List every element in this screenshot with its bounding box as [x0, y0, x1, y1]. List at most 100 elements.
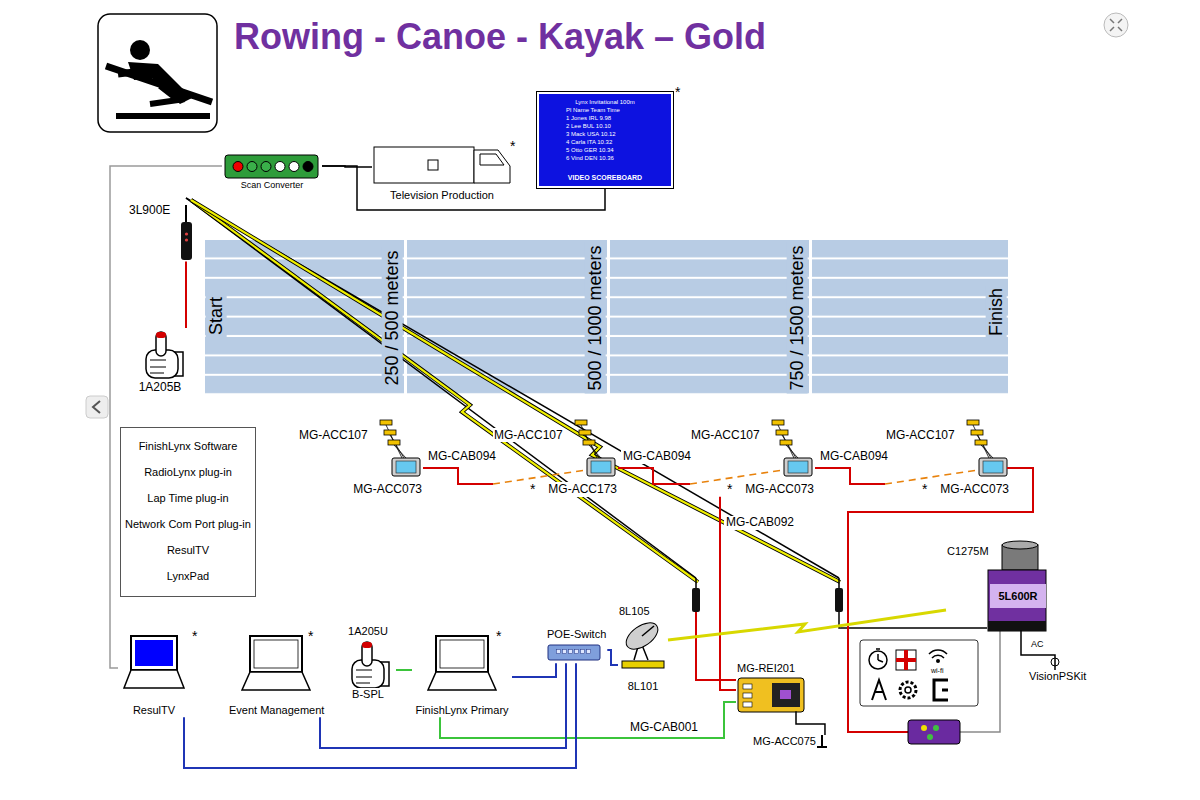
antenna-icon — [817, 735, 827, 747]
node-text: MG-ACC107 — [690, 428, 761, 442]
logo — [98, 14, 217, 132]
camera-icon — [988, 541, 1046, 631]
cable-label: MG-CAB094 — [426, 450, 498, 464]
dish-icon — [642, 626, 654, 636]
scan-converter: Scan Converter — [222, 152, 322, 191]
option-panel — [929, 650, 947, 658]
receiver-icon — [835, 588, 843, 612]
interface-box-icon — [780, 690, 791, 699]
logo — [116, 113, 210, 119]
note-label: * — [192, 628, 197, 644]
distance-marker: Finish — [986, 285, 1007, 339]
race-course — [205, 240, 1008, 395]
light-box-icon — [967, 420, 1007, 476]
wire — [696, 468, 1033, 732]
camera: C1275M 5L600R — [946, 545, 1046, 630]
light-box-icon — [575, 420, 615, 476]
interface-box-icon — [738, 678, 804, 712]
receiver-icon — [692, 578, 843, 612]
cable-label: MG-CAB001 — [628, 721, 700, 735]
node-text: 3 Mack USA 10.12 — [544, 130, 666, 138]
note-label: * — [308, 628, 313, 644]
radio-icon — [185, 232, 188, 235]
receiver-icon — [696, 578, 839, 588]
scan-converter-icon — [303, 162, 313, 172]
race-course — [809, 240, 812, 395]
dish-icon — [622, 617, 663, 654]
laptop: FinishLynx Primary — [412, 632, 512, 717]
cable-connector — [396, 669, 412, 671]
laptop-icon — [131, 636, 177, 670]
option-panel — [876, 649, 883, 662]
option-panel — [872, 680, 886, 700]
laptop-icon — [254, 640, 298, 668]
laptop-icon — [242, 672, 310, 690]
node-text: 3L900E — [128, 203, 171, 217]
note-label: * — [510, 138, 515, 154]
scan-converter-icon — [225, 155, 318, 178]
node-text: 5L600R — [990, 584, 1046, 608]
expand-icon — [1104, 13, 1128, 37]
hand-button: 1A205UB-SPL — [340, 625, 396, 701]
node-text: FinishLynx Software — [139, 440, 238, 453]
interface-box-icon — [743, 684, 752, 689]
node-text: 4 Carla ITA 10.32 — [544, 138, 666, 146]
node-text: 1 Jones IRL 9.98 — [544, 114, 666, 122]
race-course — [404, 240, 407, 395]
node-text: MG-ACC075 — [752, 735, 817, 748]
node-text: C1275M — [946, 545, 990, 558]
tv-truck-icon — [480, 154, 504, 165]
node-text: 1A205B — [138, 380, 183, 394]
laptop-icon — [124, 636, 496, 690]
wireless-links — [191, 200, 840, 582]
cable-connector — [796, 711, 825, 735]
expand-icon — [1104, 13, 1128, 37]
nav-chevron — [86, 396, 108, 418]
switch-icon — [548, 645, 600, 660]
radio-icon — [185, 205, 187, 222]
distance-marker: 750 / 1500 meters — [787, 242, 808, 393]
node-text: 5 Otto GER 10.34 — [544, 146, 666, 154]
purple-box — [908, 720, 960, 744]
node-text: MG-ACC073 — [939, 482, 1010, 496]
node-text: Scan Converter — [240, 180, 305, 191]
note-label: * — [530, 481, 535, 497]
option-panel — [905, 687, 911, 693]
antenna-dish: 8L1058L101 — [618, 605, 668, 693]
switch-icon — [556, 649, 592, 654]
interface-box: MG-REI201 — [736, 662, 806, 711]
radio-icon — [181, 205, 192, 260]
node-text: ResulTV — [167, 544, 209, 557]
scan-converter-icon — [275, 162, 285, 172]
dish-icon — [622, 617, 664, 668]
wire — [696, 612, 736, 680]
option-panel — [936, 659, 940, 663]
node-text: MG-ACC073 — [744, 482, 815, 496]
light-box-icon — [772, 420, 812, 476]
dish-icon — [622, 661, 664, 668]
cable-connector — [512, 663, 556, 677]
node-text: MG-ACC107 — [298, 428, 369, 442]
node-text: POE-Switch — [546, 628, 607, 641]
purple-box — [927, 734, 933, 740]
logo — [98, 14, 217, 132]
node-text: MG-ACC073 — [352, 482, 423, 496]
radio-icon — [185, 238, 188, 241]
laptop-icon — [440, 640, 484, 668]
node-text: ResulTV — [132, 704, 176, 717]
laptop-icon — [436, 636, 488, 672]
node-text: Television Production — [389, 189, 495, 202]
tv-truck: Television Production — [372, 145, 512, 202]
tv-truck-icon — [428, 160, 438, 170]
purple-box — [908, 720, 960, 744]
race-course — [607, 240, 610, 395]
title: Rowing - Canoe - Kayak – Gold — [234, 16, 766, 58]
cable-label: MG-CAB092 — [724, 516, 796, 530]
hand-button: 1A205B — [132, 328, 188, 394]
scan-converter-icon — [233, 162, 243, 172]
hand-button-icon — [146, 332, 183, 378]
camera-icon — [988, 570, 1046, 631]
option-panel — [860, 640, 978, 706]
node-text: 6 Vind DEN 10.36 — [544, 154, 666, 162]
power-kit: VisionPSKit — [1028, 670, 1087, 683]
